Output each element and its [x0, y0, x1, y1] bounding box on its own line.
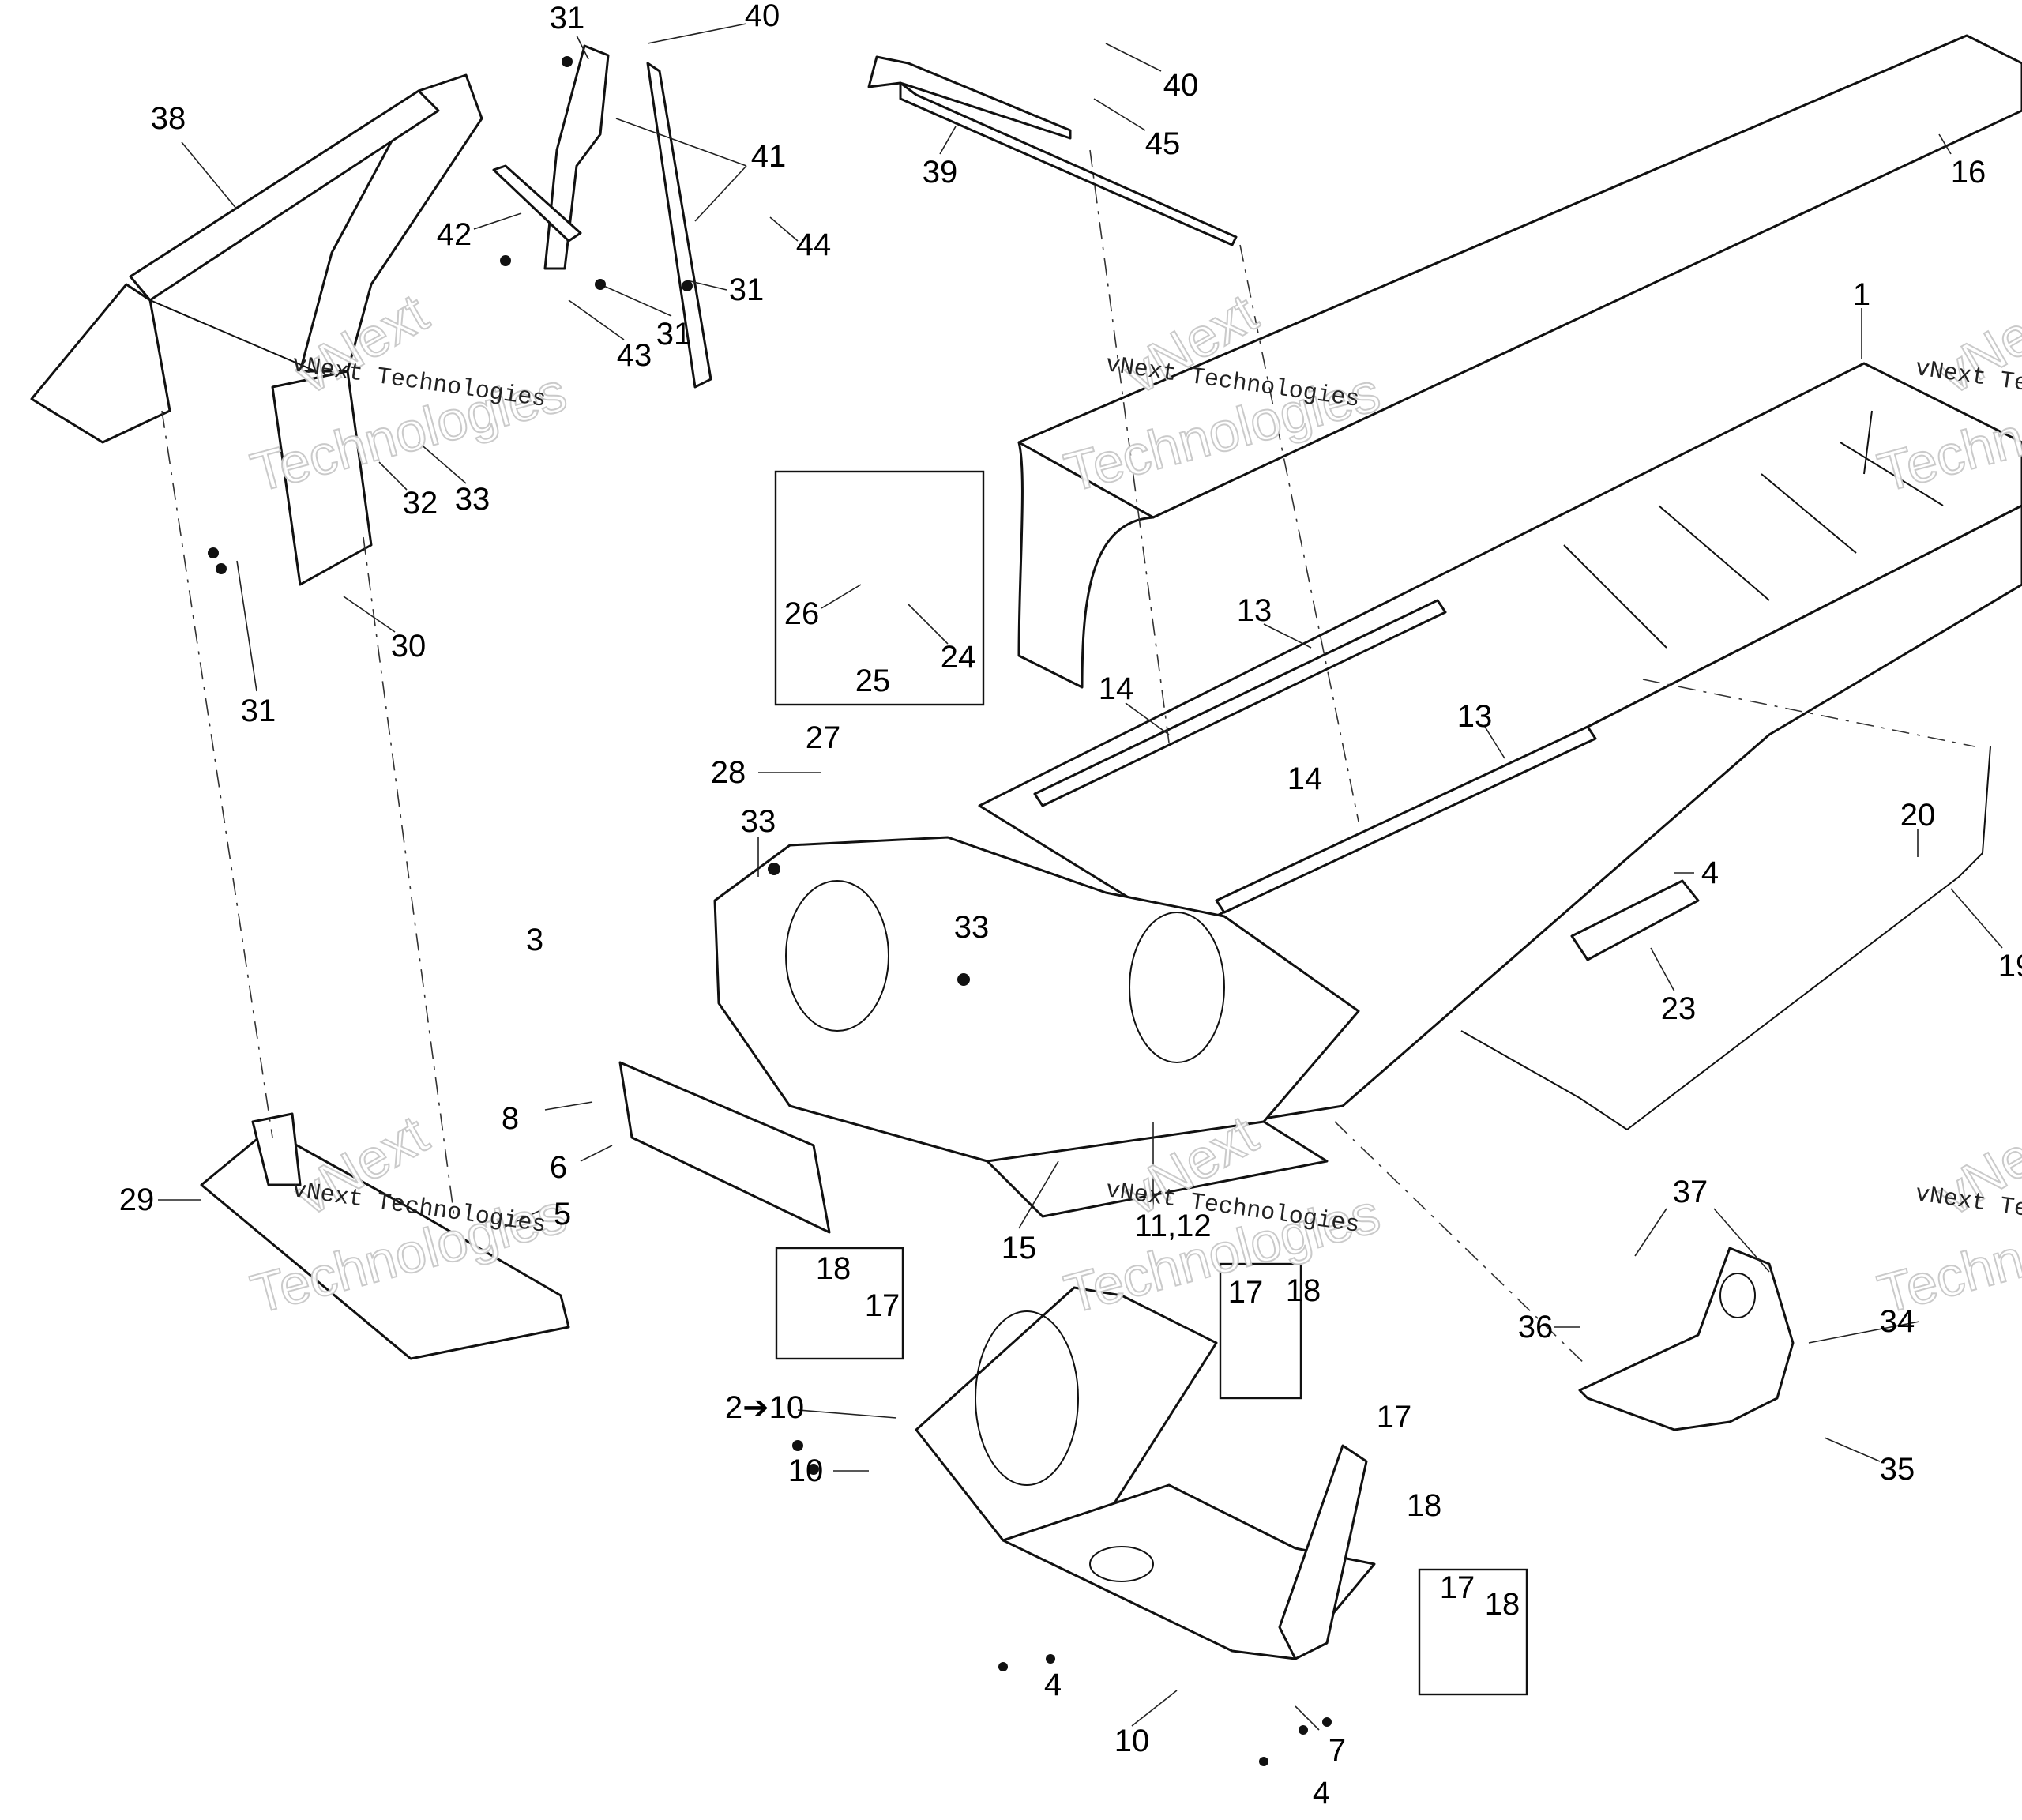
callout-19: 19: [1998, 949, 2022, 983]
callout-3: 3: [525, 923, 544, 957]
callout-40: 40: [1163, 68, 1199, 103]
callout-31: 31: [549, 1, 585, 36]
callout-8: 8: [501, 1101, 520, 1136]
callout-45: 45: [1144, 126, 1181, 161]
callout-25: 25: [855, 664, 891, 698]
part-13-14-rails: [1033, 599, 1597, 914]
callout-4: 4: [1043, 1668, 1062, 1702]
callout-42: 42: [436, 217, 472, 252]
callout-18: 18: [1285, 1273, 1321, 1308]
inset-box-17-18-a: [775, 1247, 904, 1360]
inset-box-24-26: [774, 470, 985, 706]
callout-10: 10: [1114, 1724, 1150, 1758]
callout-4: 4: [1701, 855, 1719, 890]
callout-17: 17: [1376, 1400, 1412, 1435]
part-3-plate: [618, 1061, 831, 1234]
callout-33: 33: [454, 482, 490, 517]
callout-38: 38: [150, 101, 186, 136]
part-chassis-front: [713, 836, 1360, 1218]
callout-4: 4: [1312, 1776, 1331, 1811]
callout-33: 33: [953, 910, 990, 945]
callout-10: 10: [787, 1453, 824, 1488]
callout-2-to-10: 2➔10: [724, 1390, 805, 1425]
part-23-step: [1570, 879, 1700, 961]
callout-16: 16: [1950, 155, 1986, 190]
callout-5: 5: [553, 1197, 572, 1232]
callout-39: 39: [922, 155, 958, 190]
callout-34: 34: [1879, 1304, 1915, 1339]
callout-15: 15: [1001, 1231, 1037, 1265]
callout-11-12: 11,12: [1134, 1209, 1212, 1243]
callout-27: 27: [805, 720, 841, 755]
callout-29: 29: [118, 1183, 155, 1217]
callout-31: 31: [728, 273, 765, 307]
part-38-a-frame: [30, 73, 483, 586]
callout-14: 14: [1098, 671, 1134, 706]
callout-7: 7: [1328, 1733, 1347, 1768]
part-39-steering-column: [867, 55, 1238, 246]
callout-18: 18: [815, 1251, 851, 1286]
callout-24: 24: [940, 640, 976, 675]
callout-41: 41: [750, 139, 787, 174]
callout-18: 18: [1484, 1587, 1520, 1622]
callout-18: 18: [1406, 1488, 1442, 1523]
callout-44: 44: [795, 228, 832, 262]
callout-13: 13: [1236, 593, 1272, 628]
inset-box-17-18-b: [1219, 1262, 1302, 1400]
callout-17: 17: [1439, 1570, 1475, 1605]
leader-lines: [158, 23, 2003, 1731]
callout-6: 6: [549, 1150, 568, 1185]
part-34-bracket: [1578, 1247, 1795, 1431]
part-41-brackets: [492, 44, 712, 389]
callout-28: 28: [710, 755, 746, 790]
callout-14: 14: [1287, 761, 1323, 796]
callout-31: 31: [240, 694, 276, 728]
callout-36: 36: [1517, 1310, 1554, 1344]
part-19-bumper: [1460, 746, 1991, 1130]
callout-17: 17: [1227, 1275, 1264, 1310]
callout-26: 26: [784, 596, 820, 631]
callout-13: 13: [1456, 699, 1493, 734]
callout-37: 37: [1672, 1175, 1708, 1209]
callout-23: 23: [1660, 991, 1697, 1026]
callout-32: 32: [402, 486, 438, 521]
part-16-tunnel-top-panel: [1017, 34, 2022, 689]
callout-30: 30: [390, 629, 427, 664]
callout-40: 40: [744, 0, 780, 33]
fasteners: [208, 56, 1332, 1766]
callout-17: 17: [864, 1288, 900, 1323]
callout-1: 1: [1852, 277, 1871, 312]
part-29-bracket: [200, 1112, 570, 1360]
callout-35: 35: [1879, 1452, 1915, 1487]
callout-33: 33: [740, 804, 776, 839]
inset-box-17-18-c: [1418, 1568, 1528, 1696]
callout-20: 20: [1900, 798, 1936, 833]
callout-43: 43: [616, 338, 652, 373]
part-10-front-frame: [915, 1286, 1376, 1660]
alignment-lines: [161, 149, 1975, 1367]
callout-31: 31: [656, 317, 692, 352]
